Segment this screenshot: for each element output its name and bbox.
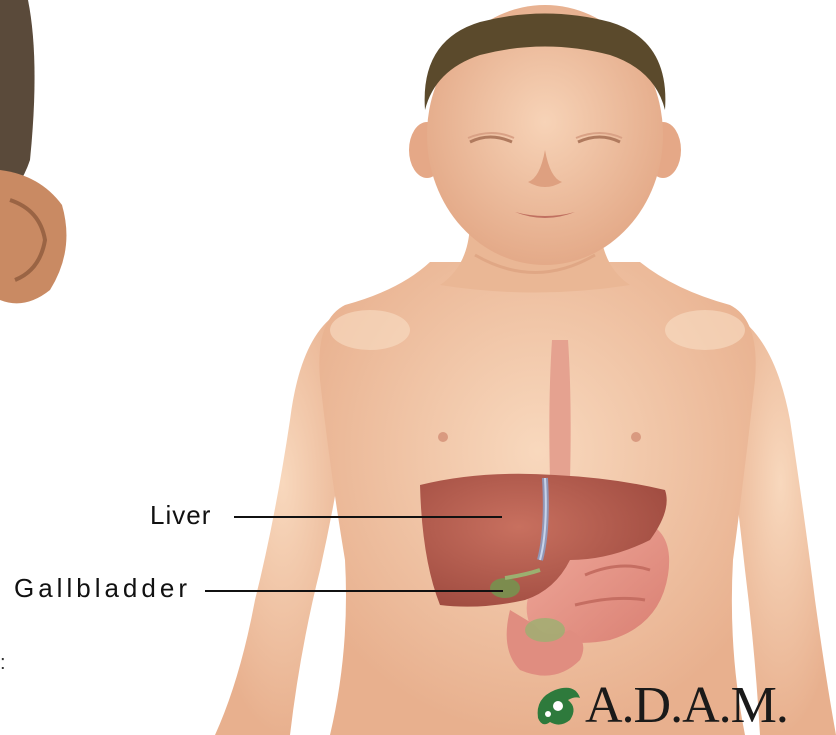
stray-mark: : xyxy=(0,652,8,672)
gallbladder-label: Gallbladder xyxy=(14,573,191,604)
liver-leader-line xyxy=(234,516,502,518)
leaf-icon xyxy=(530,678,585,733)
head xyxy=(409,5,681,265)
logo-wordmark: A.D.A.M. xyxy=(585,678,788,733)
partial-adult-figure xyxy=(0,0,66,303)
gallbladder-leader-line xyxy=(205,590,503,592)
esophagus xyxy=(549,340,570,480)
gallbladder xyxy=(490,578,520,598)
adam-logo: A.D.A.M. xyxy=(530,678,830,733)
liver-label: Liver xyxy=(150,500,211,531)
